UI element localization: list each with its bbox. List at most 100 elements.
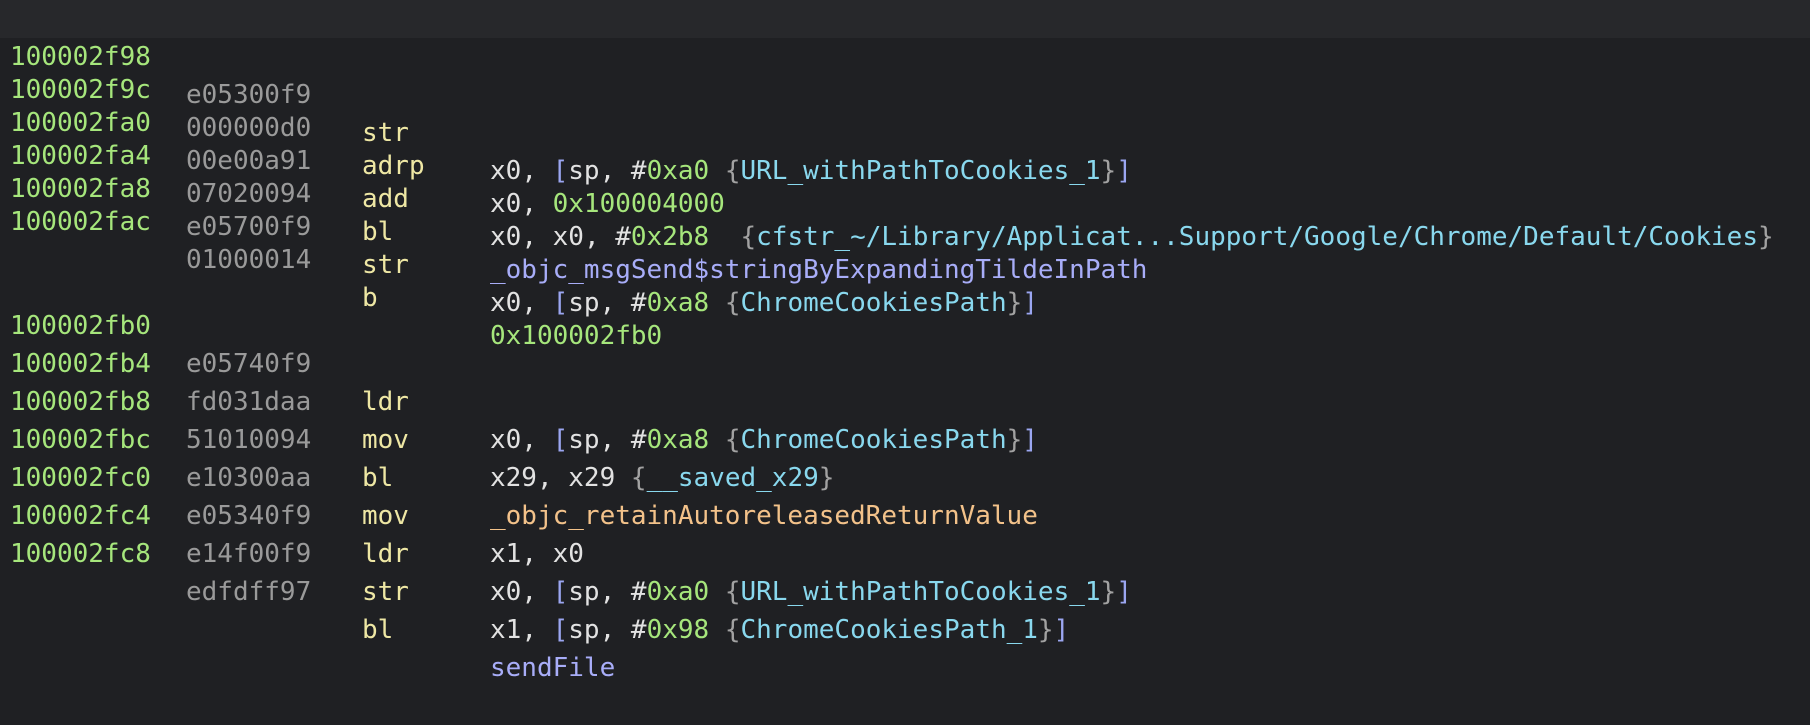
- register-operand[interactable]: x0: [490, 156, 522, 186]
- instruction-bytes: 000000d0: [186, 113, 312, 143]
- instruction-bytes: e14f00f9: [186, 539, 312, 569]
- instruction-bytes: 01000014: [186, 245, 312, 275]
- instruction-operands: x0, [sp, #0xa8 {ChromeCookiesPath}]: [490, 425, 1038, 455]
- instruction-bytes: e10300aa: [186, 463, 312, 493]
- instruction-operands: x29, x29 {__saved_x29}: [490, 463, 835, 493]
- instruction-address[interactable]: 100002fa4: [10, 141, 151, 171]
- instruction-address[interactable]: 100002fb8: [10, 387, 151, 417]
- register-operand[interactable]: x0: [552, 539, 584, 569]
- instruction-operands: x0, [sp, #0xa8 {ChromeCookiesPath}]: [490, 288, 1038, 318]
- instruction-row[interactable]: 100002fb0 e05740f9 ldr x0, [sp, #0xa8 {C…: [0, 269, 1810, 455]
- imported-function[interactable]: _objc_retainAutoreleasedReturnValue: [490, 501, 1038, 531]
- instruction-address[interactable]: 100002fc4: [10, 501, 151, 531]
- instruction-row[interactable]: 100002fc8 edfdff97 bl sendFile: [0, 497, 1810, 683]
- instruction-mnemonic: mov: [362, 425, 409, 455]
- immediate-operand[interactable]: 0xa0: [646, 156, 710, 186]
- call-target-function[interactable]: sendFile: [490, 653, 616, 683]
- instruction-address[interactable]: 100002f98: [10, 42, 151, 72]
- instruction-bytes: e05300f9: [186, 80, 312, 110]
- instruction-row[interactable]: 100002fbc e10300aa mov x1, x0: [0, 383, 1810, 569]
- string-constant-symbol[interactable]: cfstr_~/Library/Applicat...Support/Googl…: [756, 222, 1758, 252]
- instruction-operands: _objc_retainAutoreleasedReturnValue: [490, 497, 1038, 535]
- instruction-address[interactable]: 100002fb0: [10, 311, 151, 341]
- instruction-row[interactable]: 100002fc0 e05340f9 ldr x0, [sp, #0xa0 {U…: [0, 421, 1810, 607]
- instruction-mnemonic: bl: [362, 217, 394, 247]
- register-operand[interactable]: sp: [568, 577, 600, 607]
- stack-variable-symbol[interactable]: ChromeCookiesPath: [740, 425, 1007, 455]
- instruction-bytes: e05740f9: [186, 349, 312, 379]
- instruction-mnemonic: str: [362, 118, 409, 148]
- register-operand[interactable]: x0: [490, 222, 522, 252]
- instruction-row[interactable]: 100002fc4 e14f00f9 str x1, [sp, #0x98 {C…: [0, 459, 1810, 645]
- immediate-operand[interactable]: 0x98: [646, 615, 710, 645]
- instruction-operands: 0x100002fb0: [490, 317, 662, 355]
- register-operand[interactable]: sp: [568, 288, 600, 318]
- instruction-operands: x0, [sp, #0xa0 {URL_withPathToCookies_1}…: [490, 577, 1132, 607]
- immediate-operand[interactable]: 0x2b8: [630, 222, 710, 252]
- instruction-address[interactable]: 100002fa0: [10, 108, 151, 138]
- instruction-mnemonic: mov: [362, 501, 409, 531]
- instruction-row[interactable]: 100002fac 01000014 b 0x100002fb0: [0, 165, 1810, 351]
- instruction-address[interactable]: 100002fb4: [10, 349, 151, 379]
- register-operand[interactable]: sp: [568, 615, 600, 645]
- register-operand[interactable]: x1: [490, 539, 522, 569]
- instruction-bytes: e05340f9: [186, 501, 312, 531]
- instruction-row[interactable]: 100002fa8 e05700f9 str x0, [sp, #0xa8 {C…: [0, 132, 1810, 318]
- call-target-function[interactable]: _objc_msgSend$stringByExpandingTildeInPa…: [490, 255, 1148, 285]
- register-operand[interactable]: x0: [490, 288, 522, 318]
- stack-variable-symbol[interactable]: ChromeCookiesPath_1: [740, 615, 1038, 645]
- instruction-row[interactable]: 100002fa0 00e00a91 add x0, x0, #0x2b8 {c…: [0, 66, 1810, 252]
- instruction-bytes: edfdff97: [186, 577, 312, 607]
- stack-variable-symbol[interactable]: URL_withPathToCookies_1: [740, 156, 1101, 186]
- register-operand[interactable]: x0: [552, 222, 584, 252]
- instruction-row[interactable]: 100002f9c 000000d0 adrp x0, 0x100004000: [0, 33, 1810, 219]
- instruction-mnemonic: str: [362, 577, 409, 607]
- instruction-operands: sendFile: [490, 649, 615, 687]
- immediate-operand[interactable]: 0xa8: [646, 288, 710, 318]
- immediate-operand[interactable]: 0xa8: [646, 425, 710, 455]
- instruction-row[interactable]: 100002fa4 07020094 bl _objc_msgSend$stri…: [0, 99, 1810, 285]
- register-operand[interactable]: x0: [490, 189, 522, 219]
- instruction-address[interactable]: 100002fbc: [10, 425, 151, 455]
- stack-variable-symbol[interactable]: URL_withPathToCookies_1: [740, 577, 1101, 607]
- instruction-row[interactable]: 100002f98 e05300f9 str x0, [sp, #0xa0 {U…: [0, 0, 1810, 186]
- immediate-operand[interactable]: 0xa0: [646, 577, 710, 607]
- instruction-bytes: 00e00a91: [186, 146, 312, 176]
- register-operand[interactable]: x29: [490, 463, 537, 493]
- address-operand[interactable]: 0x100004000: [552, 189, 725, 219]
- instruction-operands: x1, [sp, #0x98 {ChromeCookiesPath_1}]: [490, 615, 1070, 645]
- instruction-mnemonic: add: [362, 184, 409, 214]
- register-operand[interactable]: x29: [568, 463, 616, 493]
- instruction-row[interactable]: 100002fb4 fd031daa mov x29, x29 {__saved…: [0, 307, 1810, 493]
- instruction-address[interactable]: 100002fa8: [10, 174, 151, 204]
- instruction-bytes: e05700f9: [186, 212, 312, 242]
- register-operand[interactable]: sp: [568, 425, 600, 455]
- instruction-bytes: fd031daa: [186, 387, 312, 417]
- instruction-address[interactable]: 100002fac: [10, 207, 151, 237]
- branch-target-address[interactable]: 0x100002fb0: [490, 321, 663, 351]
- stack-variable-symbol[interactable]: ChromeCookiesPath: [740, 288, 1007, 318]
- instruction-mnemonic: str: [362, 250, 409, 280]
- disassembly-listing: 100002f98 e05300f9 str x0, [sp, #0xa0 {U…: [0, 0, 1810, 683]
- instruction-mnemonic: ldr: [362, 539, 409, 569]
- instruction-mnemonic: adrp: [362, 151, 425, 181]
- instruction-operands: _objc_msgSend$stringByExpandingTildeInPa…: [490, 251, 1147, 289]
- instruction-mnemonic: b: [362, 283, 378, 313]
- instruction-mnemonic: ldr: [362, 387, 409, 417]
- register-operand[interactable]: x0: [490, 425, 522, 455]
- instruction-mnemonic: bl: [362, 463, 394, 493]
- instruction-address[interactable]: 100002fc0: [10, 463, 151, 493]
- register-operand[interactable]: sp: [568, 156, 600, 186]
- instruction-operands: x0, 0x100004000: [490, 189, 725, 219]
- instruction-mnemonic: bl: [362, 615, 394, 645]
- instruction-operands: x0, x0, #0x2b8 {cfstr_~/Library/Applicat…: [490, 222, 1774, 252]
- instruction-bytes: 07020094: [186, 179, 312, 209]
- instruction-bytes: 51010094: [186, 425, 312, 455]
- instruction-address[interactable]: 100002fc8: [10, 539, 151, 569]
- instruction-row[interactable]: 100002fb8 51010094 bl _objc_retainAutore…: [0, 345, 1810, 531]
- instruction-operands: x0, [sp, #0xa0 {URL_withPathToCookies_1}…: [490, 156, 1132, 186]
- instruction-address[interactable]: 100002f9c: [10, 75, 151, 105]
- register-operand[interactable]: x1: [490, 615, 522, 645]
- register-operand[interactable]: x0: [490, 577, 522, 607]
- saved-register-symbol[interactable]: __saved_x29: [646, 463, 819, 493]
